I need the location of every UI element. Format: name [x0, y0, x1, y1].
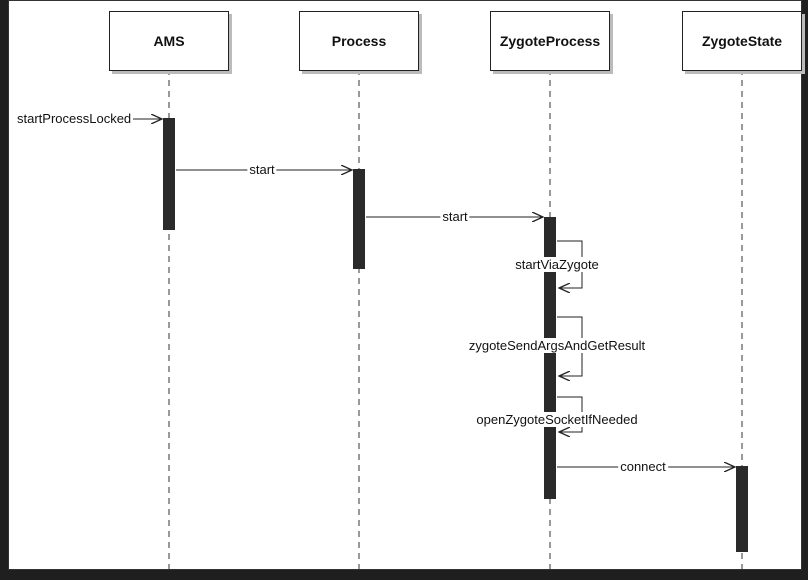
lifeline-zygotestate: ZygoteState: [682, 11, 802, 71]
lifeline-zygoteprocess: ZygoteProcess: [490, 11, 610, 71]
message-label-start-1: start: [247, 162, 277, 177]
message-label-start-2: start: [440, 209, 470, 224]
activation-process: [353, 169, 365, 269]
message-label-zygoteSendArgsAndGetResult: zygoteSendArgsAndGetResult: [466, 338, 648, 353]
message-label-connect: connect: [618, 459, 668, 474]
diagram-canvas: [15, 69, 748, 569]
lifeline-ams: AMS: [109, 11, 229, 71]
message-label-startViaZygote: startViaZygote: [513, 257, 601, 272]
activation-ams: [163, 118, 175, 230]
activation-zygotestate: [736, 466, 748, 552]
message-label-openZygoteSocketIfNeeded: openZygoteSocketIfNeeded: [474, 412, 640, 427]
activation-zygoteprocess: [544, 217, 556, 499]
sequence-diagram: AMS Process ZygoteProcess ZygoteState st…: [8, 0, 802, 570]
lifeline-process: Process: [299, 11, 419, 71]
message-label-startProcessLocked: startProcessLocked: [15, 111, 134, 126]
